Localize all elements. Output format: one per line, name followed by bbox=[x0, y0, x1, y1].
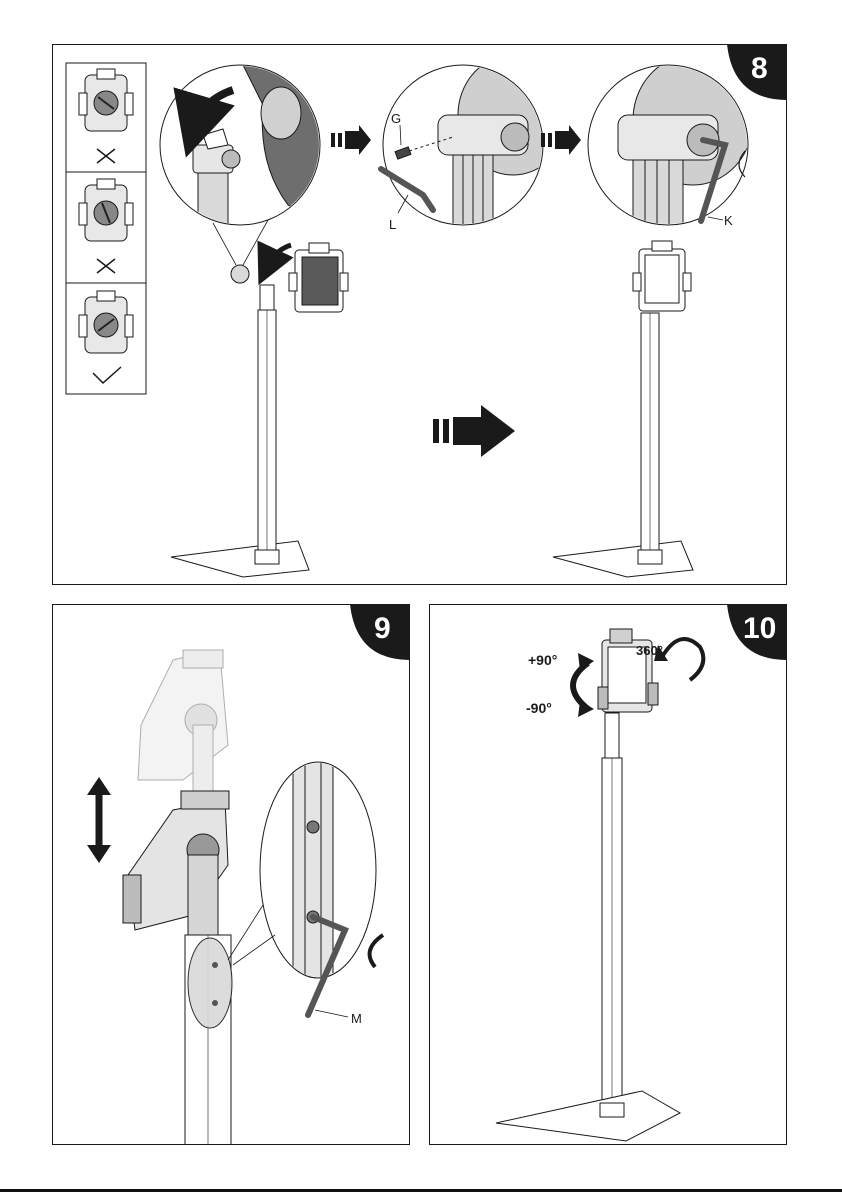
step-10-badge: 10 bbox=[727, 604, 787, 660]
tablet-holder-left bbox=[289, 243, 348, 312]
step-9-panel: M 9 bbox=[52, 604, 410, 1145]
tilt-down-label: -90° bbox=[526, 700, 552, 716]
step-8-number: 8 bbox=[751, 52, 768, 86]
step-10-panel: +90° -90° 360° 10 bbox=[429, 604, 787, 1145]
step-10-illustration: +90° -90° 360° bbox=[430, 605, 787, 1145]
height-adjust-arrow bbox=[87, 777, 111, 863]
label-m: M bbox=[351, 1011, 362, 1026]
tablet-holder-rotating bbox=[598, 629, 658, 712]
rotation-label: 360° bbox=[636, 643, 663, 658]
step-8-illustration: G L K bbox=[53, 45, 787, 585]
step-9-number: 9 bbox=[374, 612, 391, 646]
stand-full bbox=[496, 713, 680, 1141]
sequence-arrow-2 bbox=[541, 125, 581, 155]
step-8-panel: G L K bbox=[52, 44, 787, 585]
holder-orientation-wrong-1 bbox=[79, 69, 133, 131]
stand-before-attach bbox=[171, 243, 348, 577]
step-8-badge: 8 bbox=[727, 44, 787, 100]
label-k: K bbox=[724, 213, 733, 228]
sequence-arrow-1 bbox=[331, 125, 371, 155]
tablet-holder-right bbox=[633, 241, 691, 311]
orientation-check-box bbox=[66, 63, 146, 394]
detail-indicator-circle bbox=[231, 265, 249, 283]
holder-ghost-upper bbox=[138, 650, 228, 815]
step-9-badge: 9 bbox=[350, 604, 410, 660]
step-9-illustration: M bbox=[53, 605, 410, 1145]
tilt-up-label: +90° bbox=[528, 652, 557, 668]
holder-main-lower bbox=[123, 791, 229, 935]
stand-pole bbox=[185, 935, 232, 1145]
tilt-arrow bbox=[573, 653, 594, 717]
detail-circle-pole-screw: M bbox=[228, 755, 383, 1026]
big-sequence-arrow bbox=[433, 405, 515, 457]
label-g: G bbox=[391, 111, 401, 126]
detail-circle-screw-insert: G L bbox=[381, 55, 568, 235]
holder-orientation-wrong-2 bbox=[79, 179, 133, 241]
stand-after-attach bbox=[553, 241, 693, 577]
holder-orientation-correct bbox=[79, 291, 133, 353]
label-l: L bbox=[389, 217, 396, 232]
step-10-number: 10 bbox=[743, 612, 776, 646]
